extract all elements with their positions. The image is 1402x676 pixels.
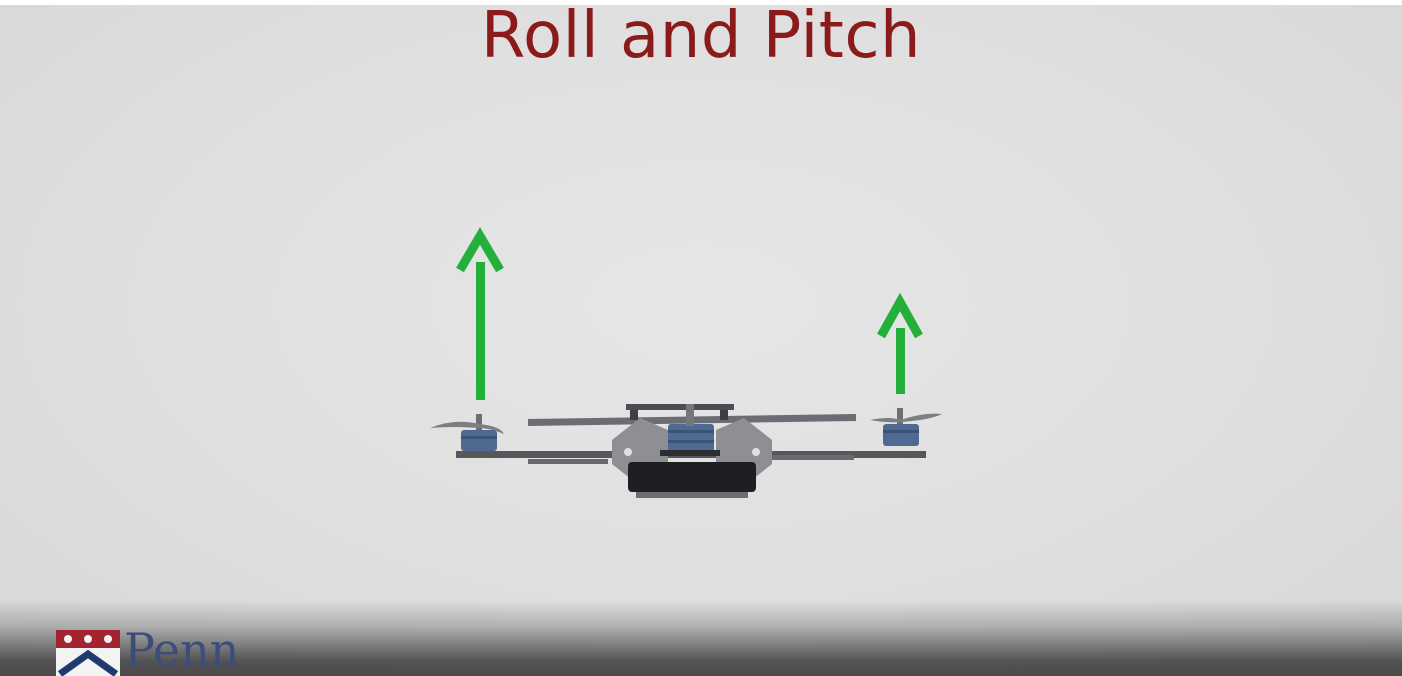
penn-shield-icon bbox=[56, 630, 120, 676]
quadrotor-body bbox=[456, 404, 926, 498]
top-border bbox=[0, 0, 1402, 5]
right-motor bbox=[870, 408, 942, 446]
slide-title: Roll and Pitch bbox=[480, 0, 922, 73]
left-thrust-arrow-icon bbox=[456, 227, 504, 400]
video-bottom-gradient bbox=[0, 600, 1402, 676]
penn-logo-text: Penn bbox=[124, 623, 240, 676]
right-thrust-arrow-icon bbox=[877, 292, 923, 394]
left-motor bbox=[430, 414, 504, 451]
